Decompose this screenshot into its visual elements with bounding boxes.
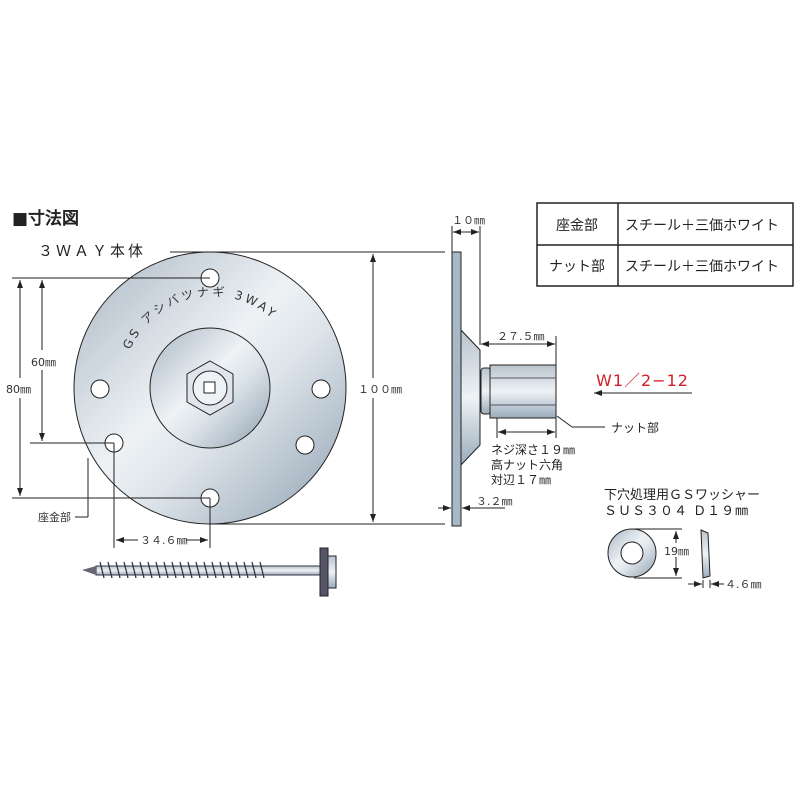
nut-note-line-3: 対辺１７㎜ <box>491 473 551 487</box>
dim-80mm: 80㎜ <box>6 383 31 396</box>
dim-60mm: 60㎜ <box>31 356 56 369</box>
subtitle: ３ＷＡＹ本体 <box>38 242 146 260</box>
nut-note-line-1: ネジ深さ１９㎜ <box>491 443 575 457</box>
dimension-lines-side <box>438 226 605 511</box>
material-table: 座金部 スチール＋三価ホワイト ナット部 スチール＋三価ホワイト <box>536 202 794 287</box>
washer-spec: ＳＵＳ３０４ Ｄ１９㎜ <box>604 504 749 519</box>
table-row-2-part: ナット部 <box>549 259 605 275</box>
washer-illustration <box>607 528 711 579</box>
table-row-1-material: スチール＋三価ホワイト <box>625 218 779 234</box>
dim-19mm-background <box>660 543 680 557</box>
thread-spec-label: W1／2−12 <box>596 371 689 390</box>
nut-note-line-2: 高ナット六角 <box>491 457 563 472</box>
dim-100mm: １００㎜ <box>358 383 402 396</box>
page-title: ■寸法図 <box>12 208 79 229</box>
dim-3-2mm: ３.２㎜ <box>476 495 513 508</box>
screw-illustration <box>82 547 337 597</box>
dimension-lines-left <box>12 251 445 548</box>
dim-27-5mm: ２７.５㎜ <box>497 330 545 343</box>
dim-10mm: １０㎜ <box>452 214 485 227</box>
table-row-2-material: スチール＋三価ホワイト <box>625 259 779 275</box>
side-view <box>451 251 557 527</box>
label-nut: ナット部 <box>611 420 659 435</box>
washer-plate-front-view: GS アシバツナギ 3WAY <box>73 251 347 525</box>
label-zagane: 座金部 <box>38 510 71 524</box>
washer-title: 下穴処理用ＧＳワッシャー <box>604 488 760 503</box>
dim-4-6mm: ４.６㎜ <box>725 578 762 591</box>
dim-34-6mm: ３４.６㎜ <box>140 534 188 547</box>
dim-19mm: 19㎜ <box>664 545 689 558</box>
table-row-1-part: 座金部 <box>556 218 598 234</box>
